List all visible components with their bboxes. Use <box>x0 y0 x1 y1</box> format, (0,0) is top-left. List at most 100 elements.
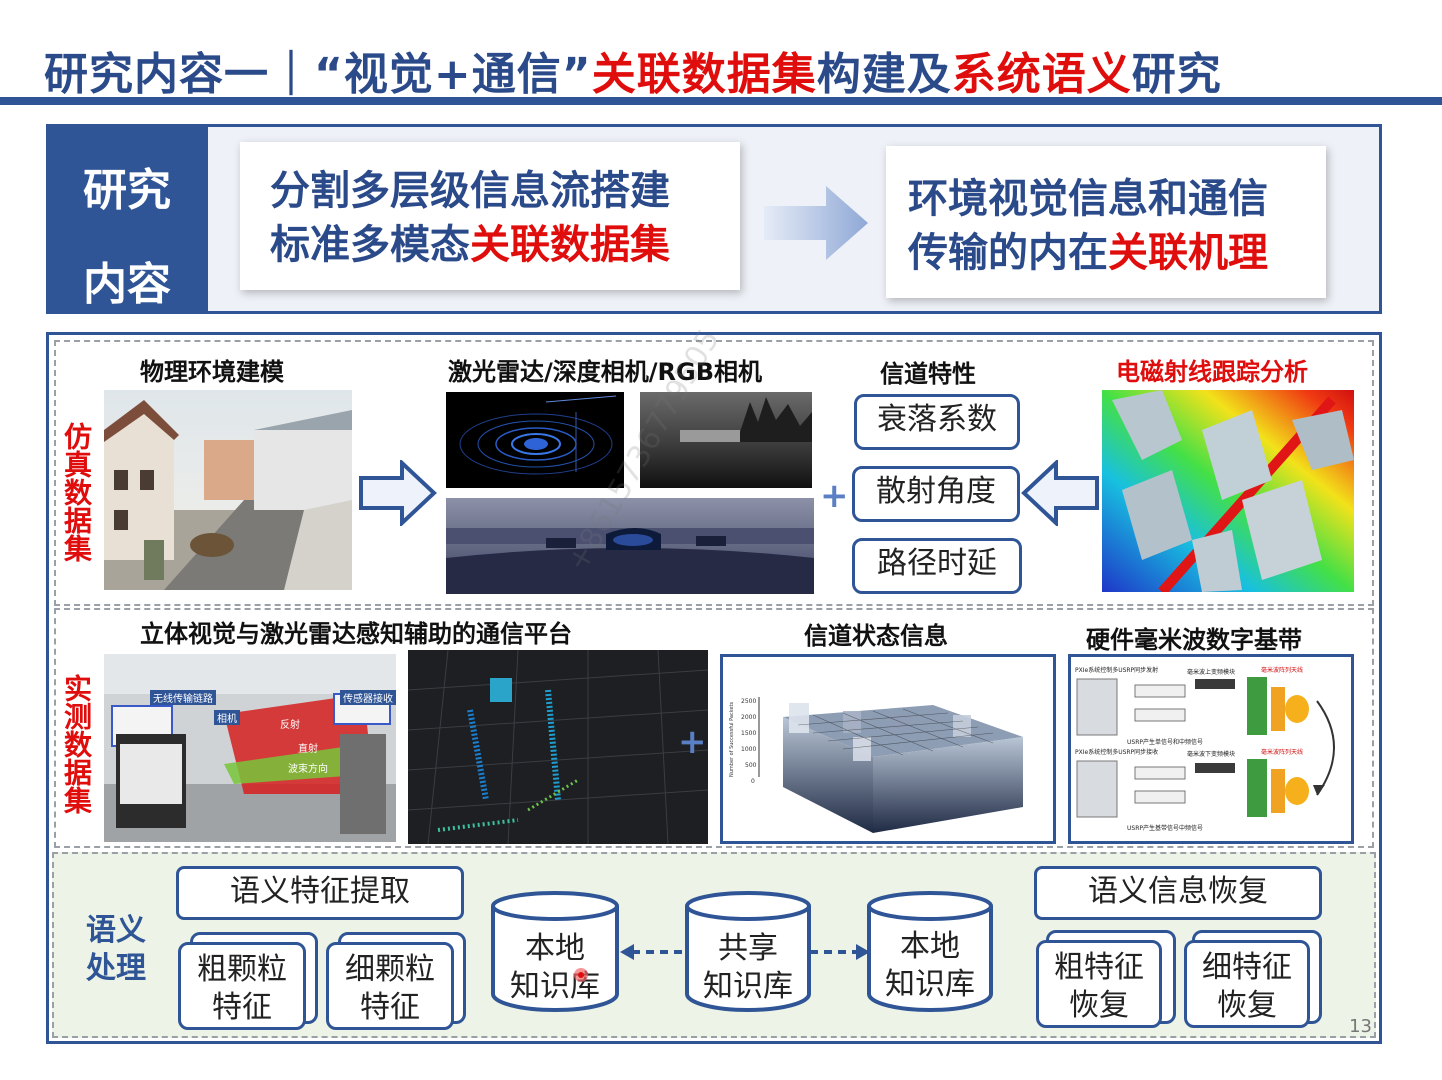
card1-line1: 分割多层级信息流搭建 <box>270 168 670 214</box>
measured-dataset-label: 实测数据集 <box>60 674 93 814</box>
card2-line1: 环境视觉信息和通信 <box>908 176 1268 222</box>
research-label-line1: 研究 <box>83 165 171 216</box>
hollow-right-arrow-icon <box>359 460 437 526</box>
research-card-dataset: 分割多层级信息流搭建 标准多模态关联数据集 <box>240 142 740 290</box>
csi-ytick-1500: 1500 <box>741 730 756 737</box>
plus-icon: + <box>820 476 849 516</box>
photo-tag-link: 无线传输链路 <box>150 690 216 705</box>
fine-feature-line1: 细颗粒 <box>345 952 435 987</box>
semantic-processing-label: 语义 处理 <box>78 912 154 988</box>
csi-ylabel: Number of Successful Packets <box>729 702 735 777</box>
page-title: 研究内容一｜“视觉+通信”关联数据集构建及系统语义研究 <box>44 38 1222 100</box>
csi-ytick-2500: 2500 <box>741 698 756 705</box>
research-content-label: 研究 内容 <box>46 124 208 314</box>
hw-label-8: USRP产生基带信号中频信号 <box>1127 825 1203 832</box>
info-recovery-title: 语义信息恢复 <box>1034 866 1322 920</box>
hw-label-4: USRP产生单信号和中频信号 <box>1127 739 1203 746</box>
title-part4: 系统语义 <box>951 49 1132 100</box>
shared-kb-line1: 共享 <box>718 931 778 966</box>
hw-label-1: PXIe系统控制多USRP同步发射 <box>1075 667 1159 674</box>
coarse-recover-line1: 粗特征 <box>1054 950 1144 985</box>
photo-tag-sensor: 传感器接收 <box>340 690 396 705</box>
local-kb-left-cylinder <box>491 891 619 1012</box>
card1-line2-red: 关联数据集 <box>470 222 670 268</box>
depth-camera-image <box>640 392 812 488</box>
csi-ytick-2000: 2000 <box>741 714 756 721</box>
hw-label-2: 毫米波上变频模块 <box>1187 669 1236 676</box>
lidar-pointcloud-image <box>446 392 624 488</box>
fine-recover-box: 细特征 恢复 <box>1184 940 1310 1028</box>
photo-tag-reflect: 反射 <box>280 720 300 731</box>
hw-label-3: 毫米波阵列天线 <box>1261 667 1304 674</box>
path-delay-item: 路径时延 <box>852 538 1022 594</box>
street-scene-image <box>104 390 352 590</box>
coarse-feature-line2: 特征 <box>212 990 272 1025</box>
fine-feature-line2: 特征 <box>360 990 420 1025</box>
fine-feature-box: 细颗粒 特征 <box>326 942 454 1030</box>
fine-recover-line2: 恢复 <box>1217 988 1277 1023</box>
coarse-recover-box: 粗特征 恢复 <box>1036 940 1162 1028</box>
card1-line2-plain: 标准多模态 <box>270 222 470 268</box>
hw-label-7: 毫米波阵列天线 <box>1261 749 1304 756</box>
env-modeling-heading: 物理环境建模 <box>140 358 284 386</box>
page-number: 13 <box>1349 1016 1372 1037</box>
photo-tag-direct: 直射 <box>298 744 318 755</box>
coarse-feature-box: 粗颗粒 特征 <box>178 942 306 1030</box>
simulation-section <box>54 340 1374 606</box>
simulation-dataset-label: 仿真数据集 <box>60 422 93 562</box>
hw-label-5: PXIe系统控制多USRP同步接收 <box>1075 749 1159 756</box>
csi-chart-image: 2500 2000 1500 1000 500 0 Number of Succ… <box>720 654 1056 844</box>
title-divider <box>0 97 1442 105</box>
hardware-diagram-image: PXIe系统控制多USRP同步发射 毫米波上变频模块 毫米波阵列天线 USRP产… <box>1068 654 1354 844</box>
feature-extraction-title: 语义特征提取 <box>176 866 464 920</box>
cursor-dot-icon <box>574 968 588 982</box>
sem-label-line2: 处理 <box>86 951 146 986</box>
measured-section <box>54 608 1374 848</box>
hollow-left-arrow-icon <box>1021 460 1099 526</box>
raytrace-heading: 电磁射线跟踪分析 <box>1116 358 1308 386</box>
local-kb-right-label: 本地 知识库 <box>868 928 992 1004</box>
dashed-left-arrow-icon <box>620 944 684 960</box>
hardware-heading: 硬件毫米波数字基带 <box>1086 626 1302 654</box>
local-kb-left-line2: 知识库 <box>510 969 600 1004</box>
scattering-angle-item: 散射角度 <box>852 466 1020 522</box>
fading-coefficient-item: 衰落系数 <box>854 394 1020 450</box>
shared-kb-line2: 知识库 <box>703 969 793 1004</box>
csi-heading: 信道状态信息 <box>804 622 948 650</box>
platform-photo-image: 无线传输链路 相机 反射 直射 波束方向 传感器接收 <box>104 654 396 842</box>
measured-pointcloud-image <box>408 650 708 844</box>
hw-label-6: 毫米波下变频模块 <box>1187 751 1236 758</box>
csi-ytick-500: 500 <box>745 762 757 769</box>
local-kb-left-label: 本地 知识库 <box>492 930 618 1006</box>
dataset-panel <box>46 332 1382 1044</box>
research-label-line2: 内容 <box>83 259 171 310</box>
channel-heading: 信道特性 <box>880 360 976 388</box>
photo-tag-beam: 波束方向 <box>288 764 328 775</box>
title-part2: 关联数据集 <box>591 49 817 100</box>
csi-ytick-1000: 1000 <box>741 746 756 753</box>
platform-heading: 立体视觉与激光雷达感知辅助的通信平台 <box>140 620 572 648</box>
title-part1: 研究内容一｜“视觉+通信” <box>44 49 592 100</box>
local-kb-right-line1: 本地 <box>900 929 960 964</box>
shared-kb-label: 共享 知识库 <box>686 930 810 1006</box>
local-kb-right-line2: 知识库 <box>885 967 975 1002</box>
dashed-right-arrow-icon <box>810 944 870 960</box>
sensors-heading: 激光雷达/深度相机/RGB相机 <box>448 358 763 386</box>
local-kb-right-cylinder <box>867 891 993 1012</box>
sem-label-line1: 语义 <box>86 913 146 948</box>
card2-line2-plain: 传输的内在 <box>908 230 1108 276</box>
title-part3: 构建及 <box>816 49 952 100</box>
right-arrow-icon <box>764 186 868 260</box>
photo-tag-camera: 相机 <box>214 710 240 725</box>
research-card-mechanism: 环境视觉信息和通信 传输的内在关联机理 <box>886 146 1326 298</box>
shared-kb-cylinder <box>685 891 811 1012</box>
title-part5: 研究 <box>1131 49 1222 100</box>
plus-icon-2: + <box>678 722 707 762</box>
local-kb-left-line1: 本地 <box>525 931 585 966</box>
csi-ytick-0: 0 <box>751 778 755 785</box>
rgb-camera-image <box>446 498 814 594</box>
ray-tracing-heatmap-image <box>1102 390 1354 592</box>
card2-line2-red: 关联机理 <box>1108 230 1268 276</box>
coarse-recover-line2: 恢复 <box>1069 988 1129 1023</box>
fine-recover-line1: 细特征 <box>1202 950 1292 985</box>
